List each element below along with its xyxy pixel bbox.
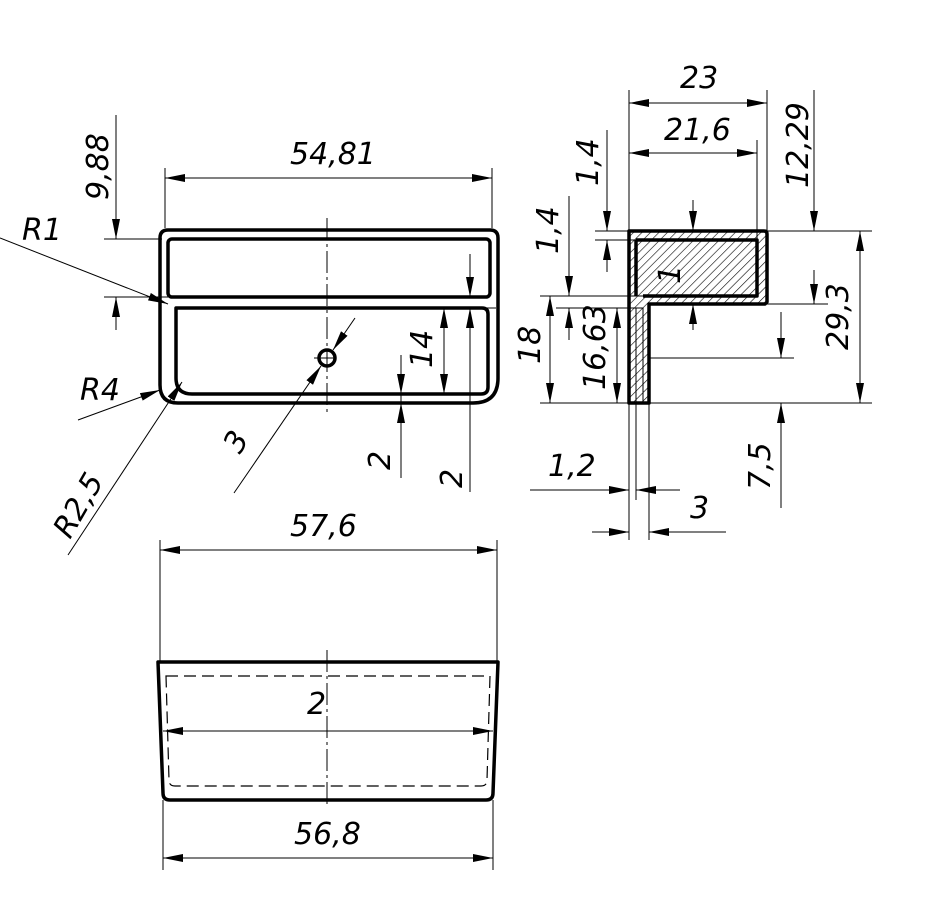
dim-21-6: 21,6 [664, 113, 731, 148]
dim-hole-3: 3 [217, 425, 257, 459]
dim-r1: R1 [22, 213, 62, 248]
dim-57-6: 57,6 [290, 509, 357, 544]
dim-1-4-b: 1,4 [531, 206, 566, 254]
dim-2-a: 2 [363, 451, 398, 470]
front-upper-slot [166, 237, 492, 299]
side-wall-inner [635, 307, 644, 404]
front-outer-contour [158, 228, 500, 405]
bottom-outer-contour [156, 660, 500, 802]
dim-12-29: 12,29 [781, 102, 816, 188]
dim-2-bottom: 2 [307, 687, 326, 722]
side-section: 1 23 21,6 1,4 1,4 12,29 29,3 [513, 61, 872, 540]
dim-29-3: 29,3 [821, 283, 856, 350]
dim-56-8: 56,8 [294, 817, 361, 852]
side-profile-outer [627, 229, 769, 405]
front-lower-slot [174, 306, 490, 396]
dim-3: 3 [690, 491, 709, 526]
bottom-hidden-contour [165, 675, 491, 787]
dim-1-2: 1,2 [548, 449, 596, 484]
front-view: 54,81 9,88 R1 R4 R2,5 3 14 2 2 [0, 115, 500, 556]
bottom-view: 57,6 2 56,8 [156, 509, 500, 870]
dim-1: 1 [653, 265, 688, 284]
dim-1-4-a: 1,4 [571, 138, 606, 186]
dim-14: 14 [405, 330, 440, 368]
dim-r4: R4 [80, 373, 120, 408]
dim-2-b: 2 [435, 469, 470, 488]
dim-18: 18 [513, 326, 548, 364]
dim-r2-5: R2,5 [47, 467, 112, 544]
dim-23: 23 [680, 61, 718, 96]
dim-16-63: 16,63 [578, 304, 613, 390]
dim-7-5: 7,5 [743, 442, 778, 490]
dim-9-88: 9,88 [81, 133, 116, 200]
side-profile-hatch [629, 231, 767, 403]
dim-54-81: 54,81 [290, 137, 376, 172]
side-profile-inner [636, 238, 759, 298]
